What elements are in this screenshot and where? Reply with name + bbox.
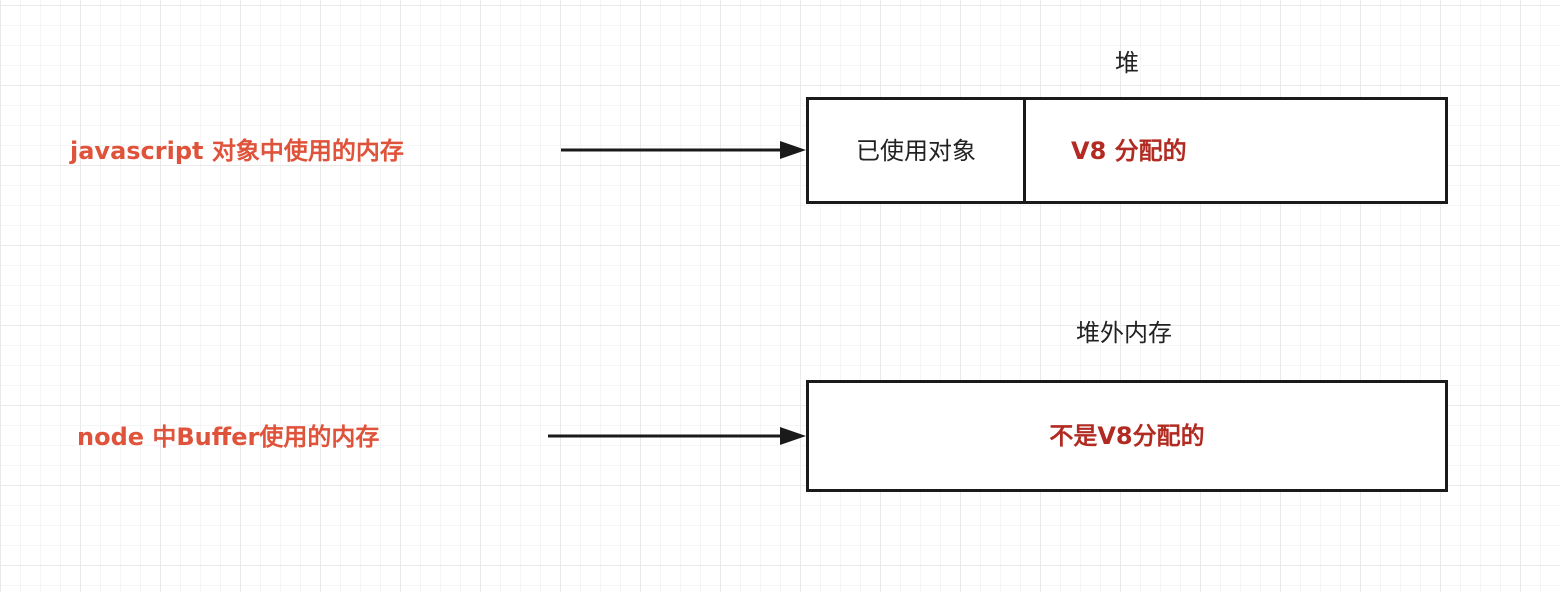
- buffer-memory-arrow: [548, 427, 806, 445]
- offheap-cell: 不是V8分配的: [809, 383, 1445, 489]
- heap-allocated-cell: V8 分配的: [1026, 100, 1445, 201]
- buffer-memory-label: node 中Buffer使用的内存: [77, 423, 380, 451]
- heap-title: 堆: [1115, 49, 1139, 77]
- offheap-title: 堆外内存: [1076, 319, 1172, 347]
- offheap-box: 不是V8分配的: [806, 380, 1448, 492]
- js-memory-label: javascript 对象中使用的内存: [70, 137, 404, 165]
- heap-used-cell: 已使用对象: [809, 100, 1026, 201]
- offheap-label: 不是V8分配的: [1049, 422, 1205, 450]
- js-memory-arrow: [561, 141, 806, 159]
- heap-used-label: 已使用对象: [856, 136, 976, 165]
- heap-allocated-label: V8 分配的: [1071, 136, 1187, 165]
- heap-box: 已使用对象 V8 分配的: [806, 97, 1448, 204]
